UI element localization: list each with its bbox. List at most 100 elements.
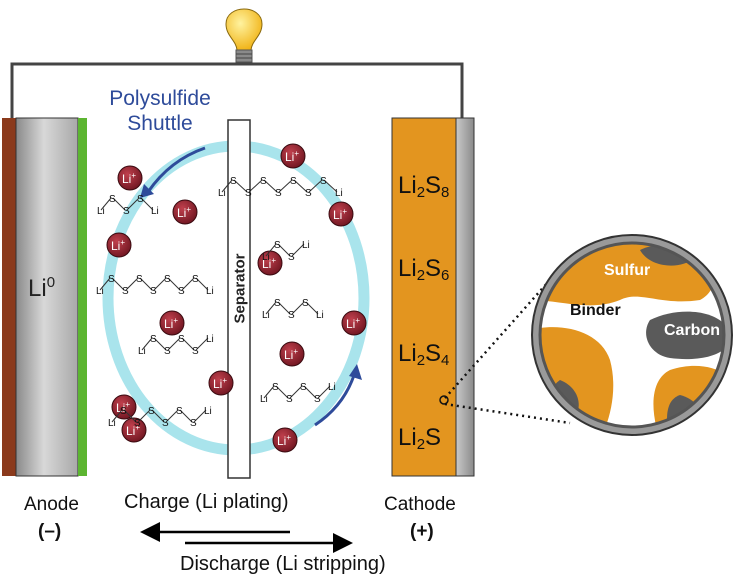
li-ion: Li+ bbox=[117, 165, 143, 191]
chain-s-atom: S bbox=[192, 346, 199, 357]
chain-bond bbox=[275, 385, 289, 399]
anode-current-collector bbox=[2, 118, 16, 476]
chain-li-atom: Li bbox=[335, 188, 343, 199]
chain-bond bbox=[289, 385, 303, 399]
li-ion: Li+ bbox=[280, 143, 306, 169]
li-ion: Li+ bbox=[279, 341, 305, 367]
chain-s-atom: S bbox=[305, 188, 312, 199]
li-ion-sup: + bbox=[125, 400, 130, 409]
species-2-base: Li bbox=[398, 340, 417, 367]
anode-sign: (–) bbox=[38, 521, 62, 542]
chain-bond bbox=[153, 277, 167, 291]
chain-li-atom: Li bbox=[206, 286, 214, 297]
li-ion-sup: + bbox=[173, 316, 178, 325]
chain-s-atom: S bbox=[288, 310, 295, 321]
chain-bond bbox=[112, 197, 126, 211]
li-ion: Li+ bbox=[111, 394, 137, 420]
zoom-carbon-label: Carbon bbox=[664, 322, 720, 339]
chain-bond bbox=[277, 243, 291, 257]
chain-bond bbox=[305, 301, 319, 315]
chain-s-atom: S bbox=[136, 274, 143, 285]
anode-sei-layer bbox=[78, 118, 87, 476]
li-ion: Li+ bbox=[121, 417, 147, 443]
chain-s-atom: S bbox=[150, 334, 157, 345]
cathode-current-collector bbox=[455, 117, 475, 477]
li-ion: Li+ bbox=[208, 370, 234, 396]
chain-bond bbox=[153, 337, 167, 351]
li-ion-circle bbox=[121, 417, 147, 443]
cathode-species-1: Li2S6 bbox=[398, 255, 449, 284]
polysulfide-chains: LiSSSSSSSLiLiSSSLiLiSSSSSSSLiLiSSSSLiLiS… bbox=[96, 176, 343, 429]
chain-bond bbox=[111, 277, 125, 291]
li-ion-sup: + bbox=[186, 205, 191, 214]
charge-label: Charge (Li plating) bbox=[124, 491, 289, 513]
carbon-region bbox=[646, 311, 724, 360]
chain-s-atom: S bbox=[109, 194, 116, 205]
chain-bond bbox=[165, 409, 179, 423]
li-ion: Li+ bbox=[341, 310, 367, 336]
chain-bond bbox=[263, 385, 275, 399]
species-2-mid: S bbox=[425, 340, 442, 367]
chain-bond bbox=[151, 409, 165, 423]
circuit-wire bbox=[10, 62, 464, 118]
li-ion-sup: + bbox=[342, 207, 347, 216]
chain-bond bbox=[291, 243, 305, 257]
cathode-sign: (+) bbox=[410, 521, 434, 542]
species-3-mid: S bbox=[425, 424, 442, 451]
chain-li-atom: Li bbox=[206, 334, 214, 345]
chain-s-atom: S bbox=[288, 252, 295, 263]
zoom-spot bbox=[439, 395, 449, 405]
chain-li-atom: Li bbox=[151, 206, 159, 217]
chain-bond bbox=[179, 409, 193, 423]
cathode-zoom bbox=[531, 234, 733, 436]
chain-s-atom: S bbox=[122, 286, 129, 297]
chain-bond bbox=[99, 277, 111, 291]
li-ion-sup: + bbox=[120, 238, 125, 247]
chain-li-atom: Li bbox=[262, 310, 270, 321]
cathode-label: Cathode bbox=[384, 494, 456, 515]
chain-bond bbox=[111, 409, 123, 423]
chain-s-atom: S bbox=[150, 286, 157, 297]
chain-s-atom: S bbox=[176, 406, 183, 417]
chain-li-atom: Li bbox=[302, 240, 310, 251]
li-ion-circle bbox=[159, 310, 185, 336]
chain-s-atom: S bbox=[190, 418, 197, 429]
chain-bond bbox=[317, 385, 331, 399]
li-ion: Li+ bbox=[328, 201, 354, 227]
chain-bond bbox=[277, 301, 291, 315]
chain-s-atom: S bbox=[108, 274, 115, 285]
species-2-sub1: 2 bbox=[416, 352, 426, 369]
zoom-sulfur-label: Sulfur bbox=[604, 262, 651, 279]
shuttle-arrow-top bbox=[146, 146, 206, 193]
chain-li-atom: Li bbox=[328, 382, 336, 393]
li-ion-circle bbox=[272, 427, 298, 453]
separator-label: Separator bbox=[231, 253, 249, 324]
chain-bond bbox=[167, 277, 181, 291]
chain-bond bbox=[221, 179, 233, 193]
chain-s-atom: S bbox=[320, 176, 327, 187]
chain-s-atom: S bbox=[286, 394, 293, 405]
shuttle-title-line2: Shuttle bbox=[127, 112, 193, 135]
cathode-species-0: Li2S8 bbox=[398, 172, 449, 201]
chain-bond bbox=[123, 409, 137, 423]
species-3-base: Li bbox=[398, 424, 417, 451]
li-ion-circle bbox=[341, 310, 367, 336]
species-1-mid: S bbox=[425, 255, 442, 282]
chain-bond bbox=[291, 301, 305, 315]
chain-s-atom: S bbox=[260, 176, 267, 187]
chain-li-atom: Li bbox=[108, 418, 116, 429]
species-0-sub1: 2 bbox=[416, 184, 426, 201]
chain-li-atom: Li bbox=[316, 310, 324, 321]
species-3-sub1: 2 bbox=[416, 436, 426, 453]
li-ion-circle bbox=[106, 232, 132, 258]
chain-bond bbox=[278, 179, 293, 193]
chain-bond bbox=[139, 277, 153, 291]
chain-s-atom: S bbox=[274, 240, 281, 251]
lithium-ions: Li+Li+Li+Li+Li+Li+Li+Li+Li+Li+Li+Li+Li+ bbox=[106, 143, 367, 453]
chain-s-atom: S bbox=[290, 176, 297, 187]
chain-bond bbox=[265, 243, 277, 257]
